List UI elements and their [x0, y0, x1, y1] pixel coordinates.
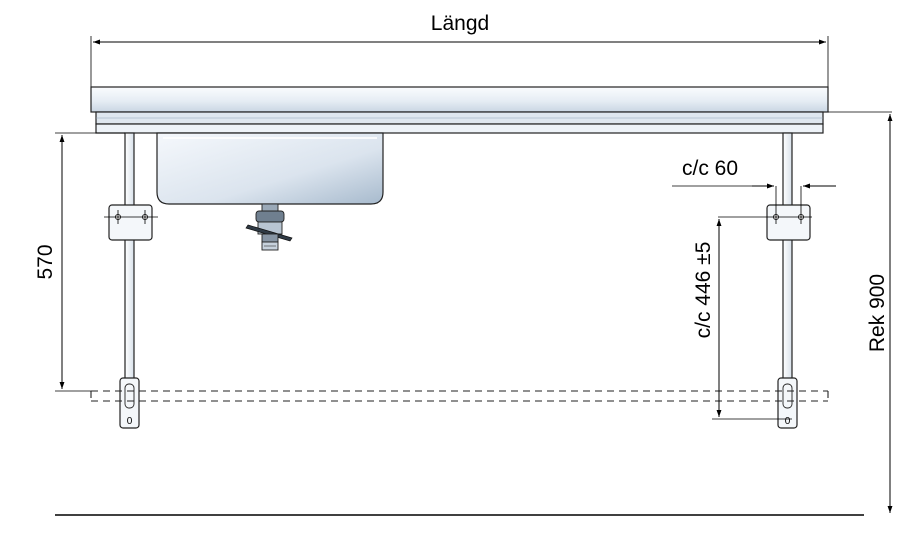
undershelf-dashed [90, 390, 829, 402]
drain-valve [245, 203, 293, 251]
right-bracket-mark: 0 [785, 416, 791, 427]
dimension-cc-446: c/c 446 ±5 [692, 219, 792, 420]
sink-bowl [156, 132, 384, 205]
length-label: Längd [431, 12, 489, 35]
left-leg: 0 [104, 132, 158, 429]
length-dimension: Längd [90, 12, 829, 88]
dimension-570: 570 [34, 132, 125, 392]
dimension-570-label: 570 [34, 244, 57, 279]
dimension-cc-60: c/c 60 [672, 157, 836, 189]
dimension-rek-900: Rek 900 [866, 114, 893, 513]
dimension-cc-60-label: c/c 60 [682, 157, 738, 180]
worktop [90, 86, 892, 134]
left-bracket-mark: 0 [127, 416, 133, 427]
right-leg: 0 [718, 132, 812, 429]
dimension-rek-900-label: Rek 900 [866, 274, 889, 352]
dimension-cc-446-label: c/c 446 ±5 [692, 242, 715, 339]
